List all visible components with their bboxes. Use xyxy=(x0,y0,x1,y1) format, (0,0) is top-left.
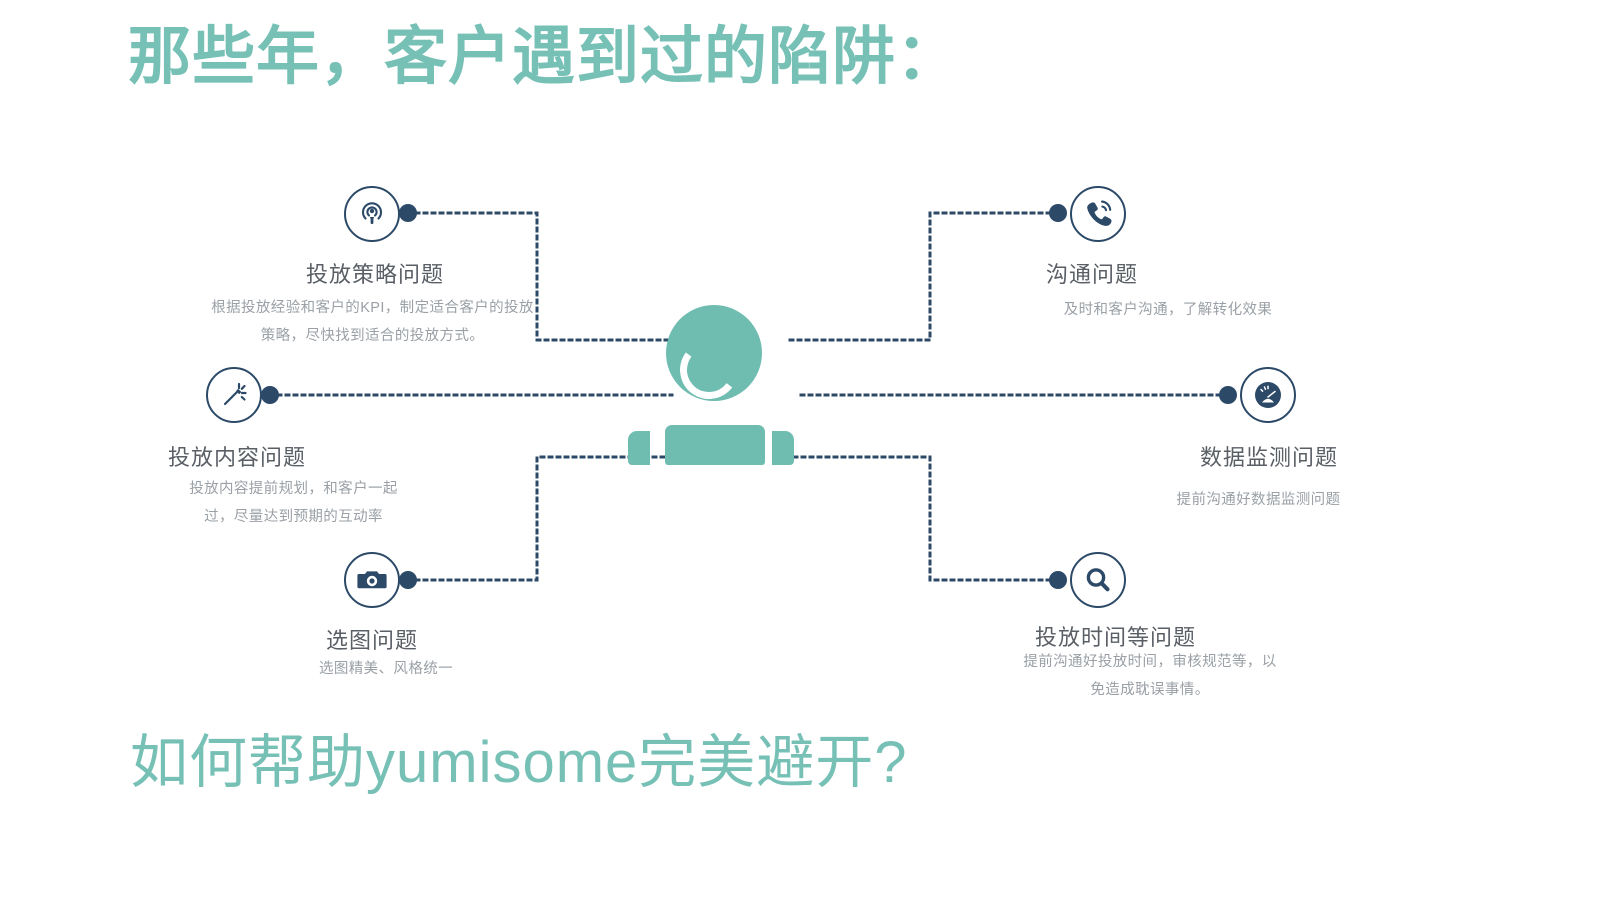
camera-icon[interactable] xyxy=(344,552,400,608)
connector-dot-node-4 xyxy=(1219,386,1237,404)
connector-node-2 xyxy=(406,455,678,582)
person-arm-left-icon xyxy=(628,431,650,465)
connector-dot-node-3 xyxy=(1049,204,1067,222)
connector-node-5 xyxy=(788,455,1060,582)
node-title: 投放内容问题 xyxy=(168,445,307,470)
connector-node-0 xyxy=(406,211,678,342)
node-description: 选图精美、风格统一 xyxy=(318,661,454,677)
person-torso-icon xyxy=(665,425,765,465)
node-title: 数据监测问题 xyxy=(1200,445,1339,470)
magic-wand-icon[interactable] xyxy=(206,367,262,423)
connector-dot-node-5 xyxy=(1049,571,1067,589)
phone-ring-icon[interactable] xyxy=(1070,186,1126,242)
person-arm-right-icon xyxy=(772,431,794,465)
page-title-top: 那些年，客户遇到过的陷阱： xyxy=(128,22,960,92)
search-icon[interactable] xyxy=(1070,552,1126,608)
gauge-icon[interactable] xyxy=(1240,367,1296,423)
broadcast-icon[interactable] xyxy=(344,186,400,242)
node-title: 沟通问题 xyxy=(1046,262,1139,287)
node-description: 投放内容提前规划，和客户一起过，尽量达到预期的互动率 xyxy=(189,481,398,525)
connector-dot-node-1 xyxy=(261,386,279,404)
node-description: 提前沟通好数据监测问题 xyxy=(1176,492,1341,508)
node-description: 及时和客户沟通，了解转化效果 xyxy=(1063,302,1273,318)
page-title-bottom: 如何帮助yumisome完美避开? xyxy=(130,730,908,795)
node-title: 投放时间等问题 xyxy=(1035,625,1197,650)
person-figure xyxy=(620,305,810,465)
node-description: 根据投放经验和客户的KPI，制定适合客户的投放策略，尽快找到适合的投放方式。 xyxy=(211,300,534,344)
node-title: 投放策略问题 xyxy=(306,262,445,287)
connector-dot-node-2 xyxy=(399,571,417,589)
node-title: 选图问题 xyxy=(326,628,419,653)
connector-dot-node-0 xyxy=(399,204,417,222)
connector-node-3 xyxy=(788,211,1060,342)
person-head-icon xyxy=(666,305,762,401)
node-description: 提前沟通好投放时间，审核规范等，以免造成耽误事情。 xyxy=(1023,654,1277,698)
